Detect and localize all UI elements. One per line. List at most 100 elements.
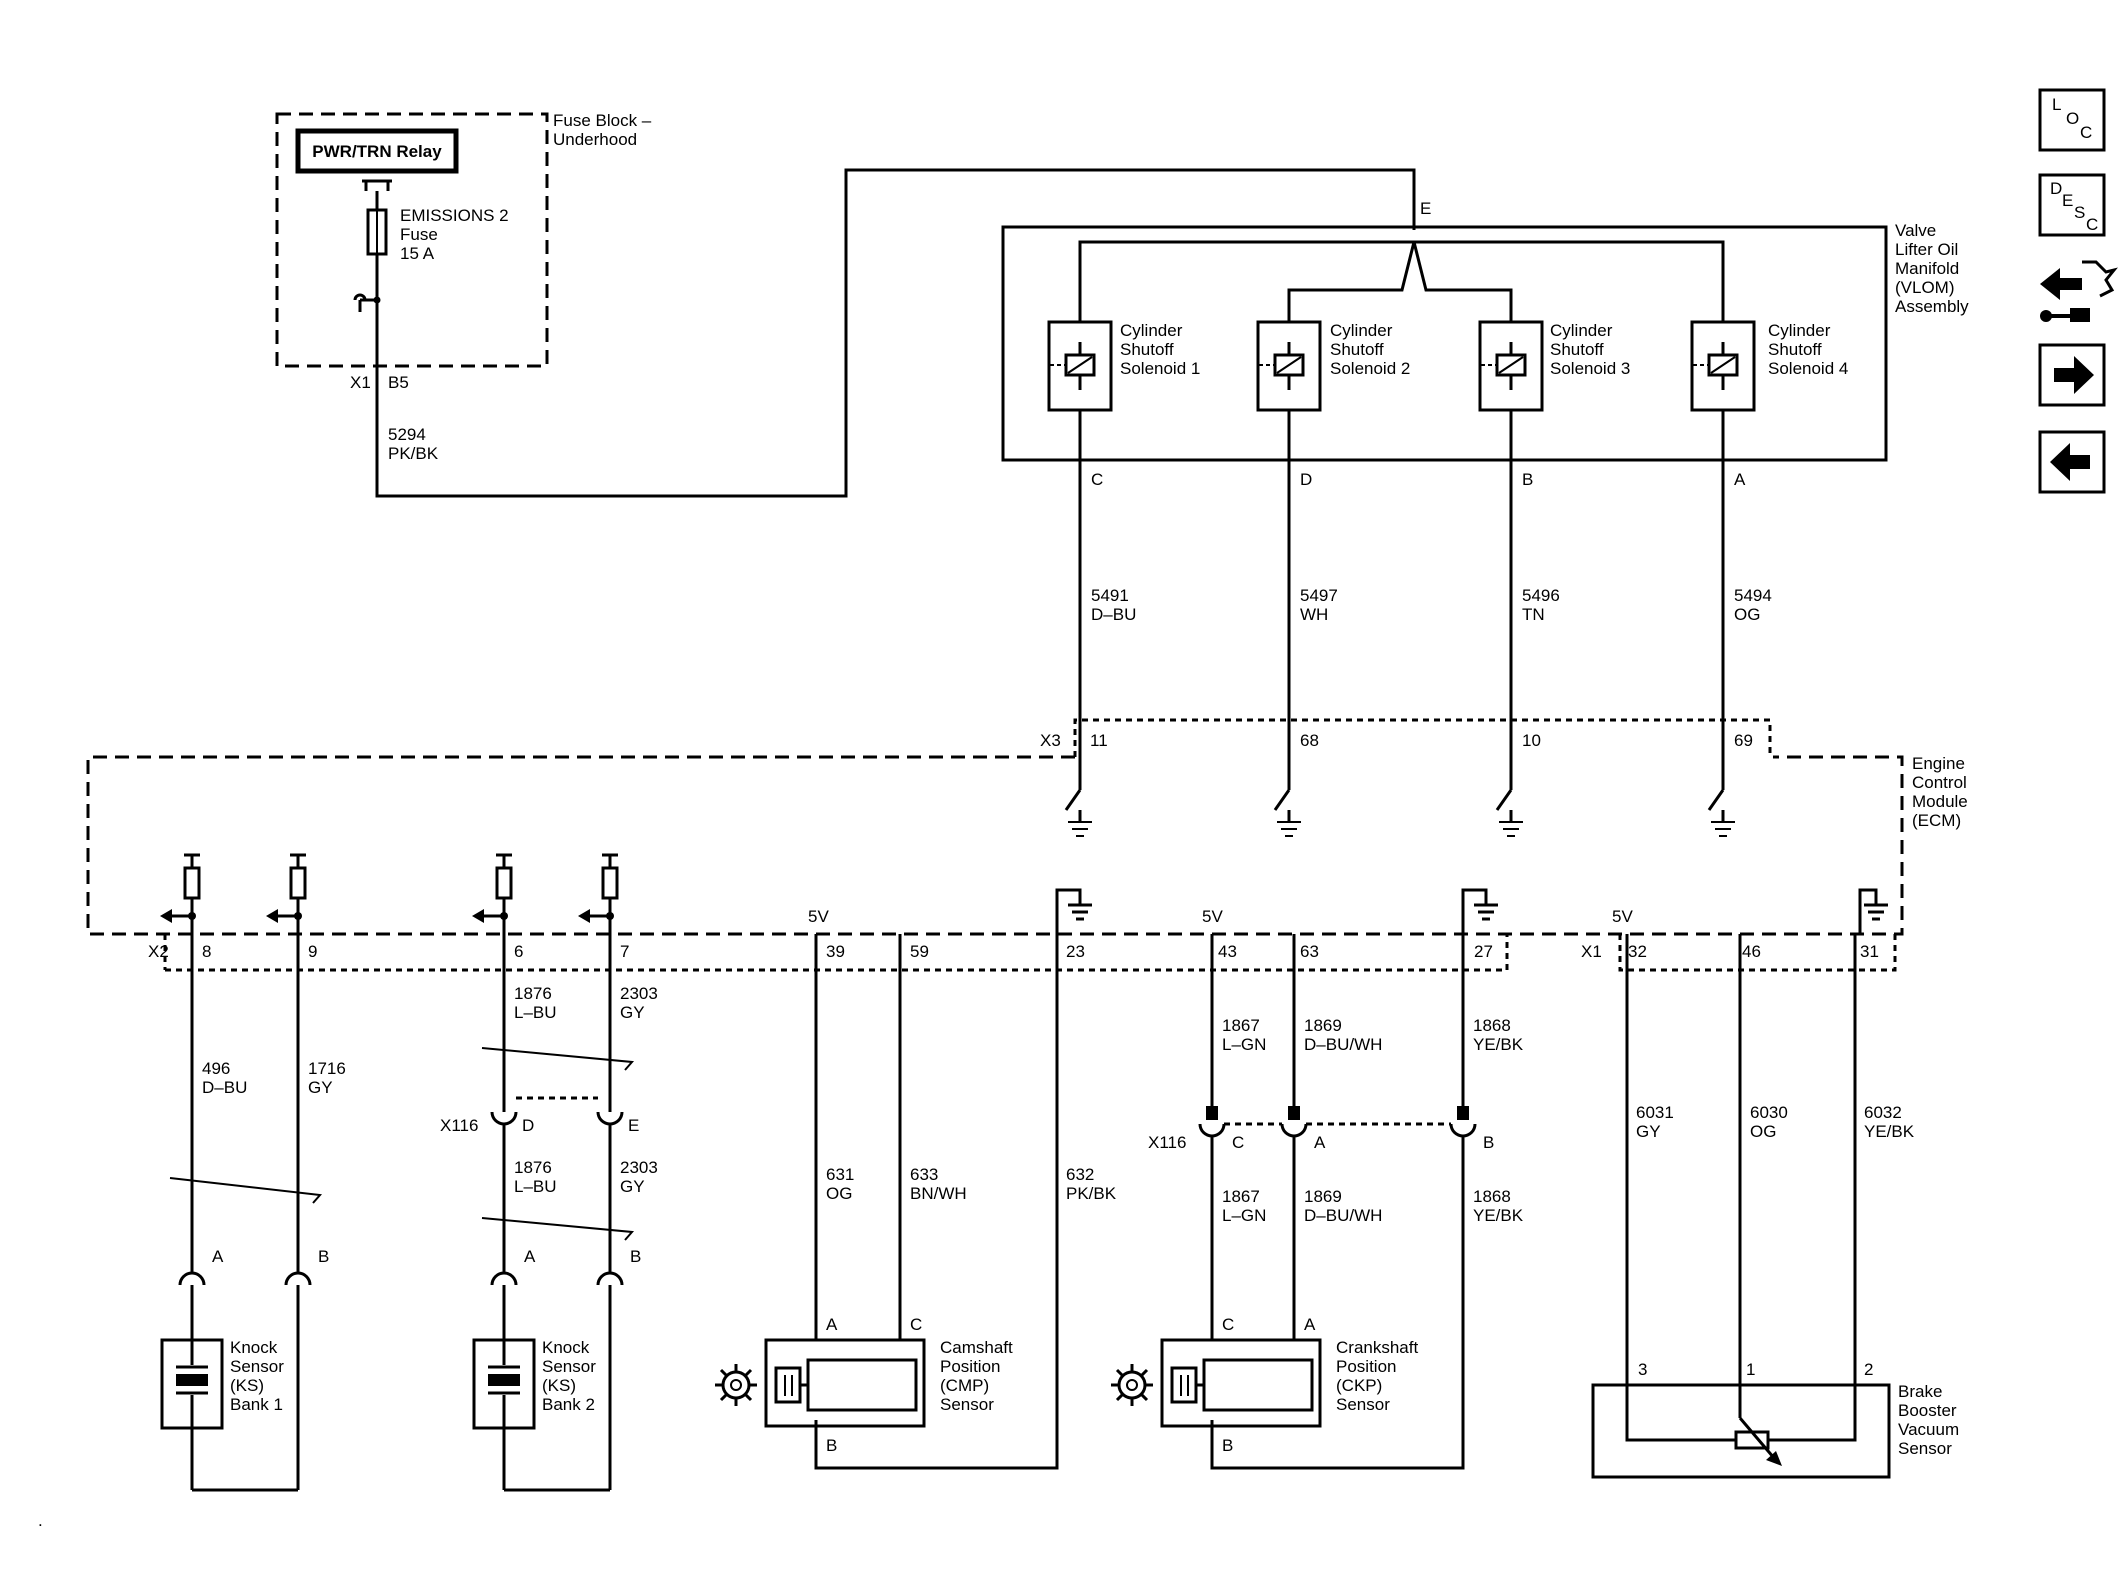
service-info-button[interactable] (2040, 260, 2118, 322)
ckp-body (1160, 1338, 1322, 1428)
ks1-pin-b: B (318, 1247, 329, 1266)
ecm-pin-8: 8 (202, 942, 211, 961)
relay-label: PWR/TRN Relay (312, 142, 442, 161)
arrow-right-icon (2054, 356, 2094, 394)
previous-page-button[interactable] (2038, 430, 2106, 494)
ecm-pin-59: 59 (910, 942, 929, 961)
ecm-pin-68: 68 (1300, 731, 1319, 750)
ecm-pin-39: 39 (826, 942, 845, 961)
ks2-pin-b: B (630, 1247, 641, 1266)
ecm-pin-43: 43 (1218, 942, 1237, 961)
solenoid-3-pin: B (1522, 470, 1533, 489)
x116-ks-label: X116 (440, 1116, 478, 1135)
location-button[interactable]: L O C (2038, 88, 2106, 152)
description-letter-d: D (2050, 179, 2062, 198)
fuse-block: PWR/TRN Relay Fuse Block –Underhood EMIS… (275, 111, 652, 463)
x116-pin-a: A (1314, 1133, 1326, 1152)
splice-e-label: E (1420, 199, 1431, 218)
description-letter-e: E (2062, 191, 2073, 210)
x116-pin-e: E (628, 1116, 639, 1135)
cmp-body (764, 1338, 926, 1428)
fuse-pin-label: B5 (388, 373, 409, 392)
bbv-pin-3: 3 (1638, 1360, 1647, 1379)
ckp-pin-a: A (1304, 1315, 1316, 1334)
x116-pin-d: D (522, 1116, 534, 1135)
ecm-x3-label: X3 (1040, 731, 1061, 750)
ecm-pin-31: 31 (1860, 942, 1879, 961)
ecm-pin-46: 46 (1742, 942, 1761, 961)
ecm-pin-9: 9 (308, 942, 317, 961)
solenoid-4-pin: A (1734, 470, 1746, 489)
x116-ckp-label: X116 (1148, 1133, 1186, 1152)
ecm-pin-69: 69 (1734, 731, 1753, 750)
ecm-pin-63: 63 (1300, 942, 1319, 961)
ecm-x2-label: X2 (148, 942, 169, 961)
wrench-connector-icon (2040, 260, 2118, 322)
bbv-pin-2: 2 (1864, 1360, 1873, 1379)
ckp-pin-c: C (1222, 1315, 1234, 1334)
ckp-gear-icon (1111, 1364, 1153, 1406)
location-letter-o: O (2066, 109, 2079, 128)
ckp-5v-label: 5V (1202, 907, 1223, 926)
fuse-block-label: Fuse Block –Underhood (553, 111, 652, 149)
feed-wire: E (375, 168, 1431, 498)
ecm-pin-23: 23 (1066, 942, 1085, 961)
location-letter-c: C (2080, 123, 2092, 142)
ecm-pin-11: 11 (1090, 731, 1108, 750)
ecm-pin-10: 10 (1522, 731, 1541, 750)
solenoid-1-pin: C (1091, 470, 1103, 489)
bbv-pin-1: 1 (1746, 1360, 1755, 1379)
fuse-connector-label: X1 (350, 373, 371, 392)
arrow-left-icon (2050, 443, 2090, 481)
ecm-pin-6: 6 (514, 942, 523, 961)
cmp-gear-icon (715, 1364, 757, 1406)
ks-inputs (160, 853, 619, 923)
ckp-pin-b: B (1222, 1436, 1233, 1455)
cmp-5v-label: 5V (808, 907, 829, 926)
ks2-pin-a: A (524, 1247, 536, 1266)
description-letter-s: S (2074, 203, 2085, 222)
ecm-x1-label: X1 (1581, 942, 1602, 961)
next-page-button[interactable] (2038, 343, 2106, 407)
description-button[interactable]: D E S C (2038, 173, 2106, 237)
x116-pin-c: C (1232, 1133, 1244, 1152)
